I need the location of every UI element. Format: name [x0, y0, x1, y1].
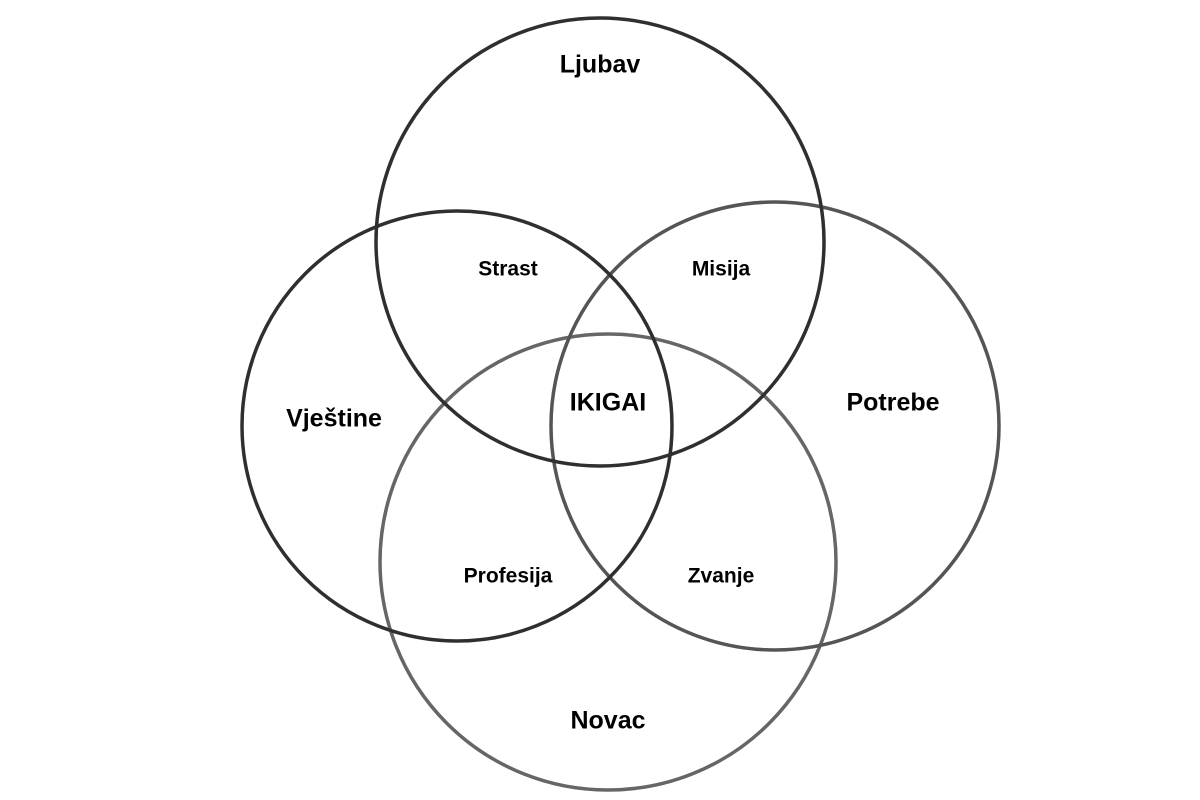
label-potrebe: Potrebe: [846, 389, 939, 417]
circle-potrebe: [549, 200, 1001, 652]
circle-novac: [378, 332, 838, 792]
label-ikigai: IKIGAI: [570, 389, 646, 417]
label-ljubav: Ljubav: [560, 51, 641, 79]
label-vjestine: Vještine: [286, 405, 382, 433]
circle-vjestine: [240, 209, 674, 643]
label-zvanje: Zvanje: [688, 565, 755, 588]
circle-ljubav: [374, 16, 826, 468]
label-strast: Strast: [478, 258, 538, 281]
label-profesija: Profesija: [464, 565, 553, 588]
label-novac: Novac: [570, 707, 645, 735]
label-misija: Misija: [692, 258, 751, 281]
